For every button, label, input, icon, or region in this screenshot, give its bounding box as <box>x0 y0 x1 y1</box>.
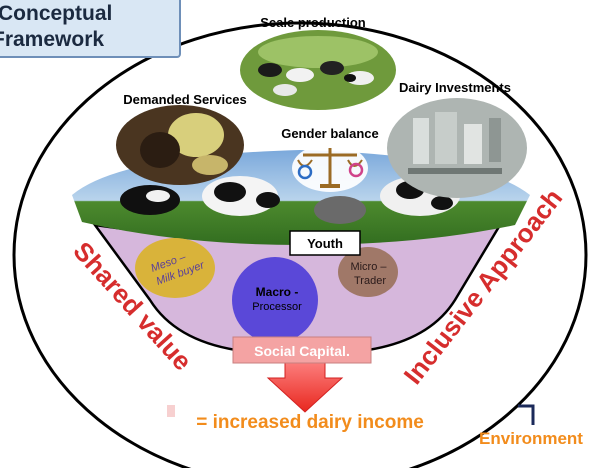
scale-production-label: Scale production <box>260 15 366 30</box>
youth-label: Youth <box>307 236 343 251</box>
title-line-2: Framework <box>0 28 105 51</box>
framework-title-box: Conceptual Framework <box>0 0 181 58</box>
youth-box <box>289 230 361 256</box>
gender-balance-scale-icon <box>292 144 368 192</box>
macro-sub-label: Processor <box>252 301 302 313</box>
social-capital-box <box>232 336 372 364</box>
macro-processor-circle <box>232 257 318 343</box>
bracket-mark <box>518 404 535 425</box>
scale-production-image <box>240 30 396 110</box>
social-capital-label: Social Capital. <box>254 343 350 359</box>
demanded-services-image <box>116 105 244 185</box>
small-marker <box>167 405 175 417</box>
meso-milk-buyer-circle <box>135 238 215 298</box>
micro-trader-label: Micro – Trader <box>350 261 389 287</box>
dairy-investments-label: Dairy Investments <box>399 80 511 95</box>
macro-title-label: Macro - <box>256 285 299 299</box>
environment-label: Environment <box>479 429 583 448</box>
increased-dairy-income-label: = increased dairy income <box>196 412 424 433</box>
micro-trader-circle <box>338 247 398 297</box>
title-line-1: Conceptual <box>0 2 113 25</box>
gender-balance-label: Gender balance <box>281 126 379 141</box>
dairy-investments-image <box>387 98 527 198</box>
demanded-services-label: Demanded Services <box>123 92 247 107</box>
